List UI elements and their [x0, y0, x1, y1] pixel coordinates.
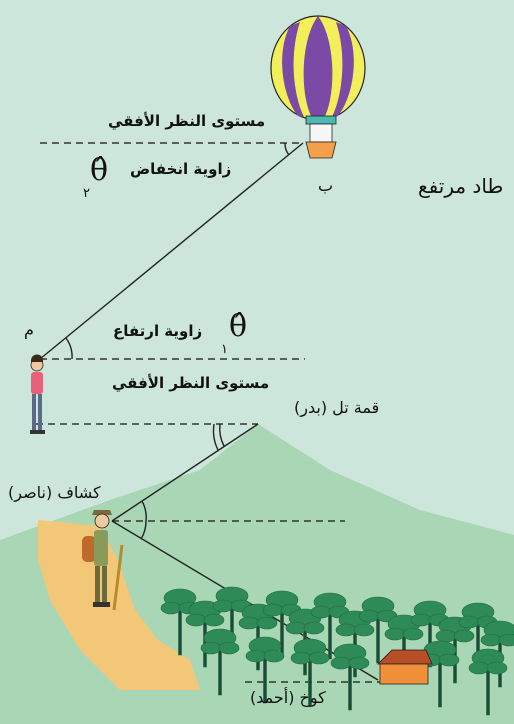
tree: [200, 628, 240, 696]
scout-label: كشاف (ناصر): [8, 483, 101, 502]
subscript-2: ٢: [83, 186, 90, 201]
elevation-angle-label: زاوية ارتفاع: [113, 322, 203, 340]
hilltop-angle-arc-1: [219, 423, 225, 447]
sand-cliff: [38, 520, 200, 690]
tree: [212, 586, 252, 654]
scout-figure: [82, 510, 124, 611]
hut-label: كوخ (أحمد): [250, 688, 326, 707]
subscript-1: ١: [221, 342, 228, 357]
high-balloon-label: طاد مرتفع: [418, 174, 504, 198]
elevation-angle-arc: [65, 337, 73, 360]
person-a-figure: [30, 354, 45, 434]
depression-angle-label: زاوية انخفاض: [130, 160, 232, 178]
scout-angle-arc-down: [140, 520, 147, 540]
theta-2-symbol: θ̂: [90, 153, 109, 188]
tree: [410, 600, 450, 668]
depression-angle-arc: [284, 142, 290, 156]
hot-air-balloon: [270, 15, 366, 159]
point-a-label: م: [24, 320, 34, 339]
hilltop-angle-arc-2: [212, 423, 219, 451]
tree: [330, 643, 370, 711]
scout-angle-arc-up: [141, 500, 147, 522]
tree: [468, 648, 508, 716]
tree: [310, 592, 350, 660]
tree: [245, 636, 285, 704]
hut: [377, 649, 433, 685]
tree: [262, 590, 302, 658]
hill-top-label: قمة تل (بدر): [294, 398, 380, 417]
tree: [290, 638, 330, 706]
sight-line-a-to-balloon: [39, 142, 304, 360]
sight-line-scout-to-hilltop: [111, 423, 259, 522]
horizontal-level-bottom-label: مستوى النظر الأفقي: [112, 374, 270, 392]
theta-1-symbol: θ̂: [229, 309, 248, 344]
horizontal-level-top-label: مستوى النظر الأفقي: [108, 112, 266, 130]
point-b-label: ب: [318, 176, 334, 195]
